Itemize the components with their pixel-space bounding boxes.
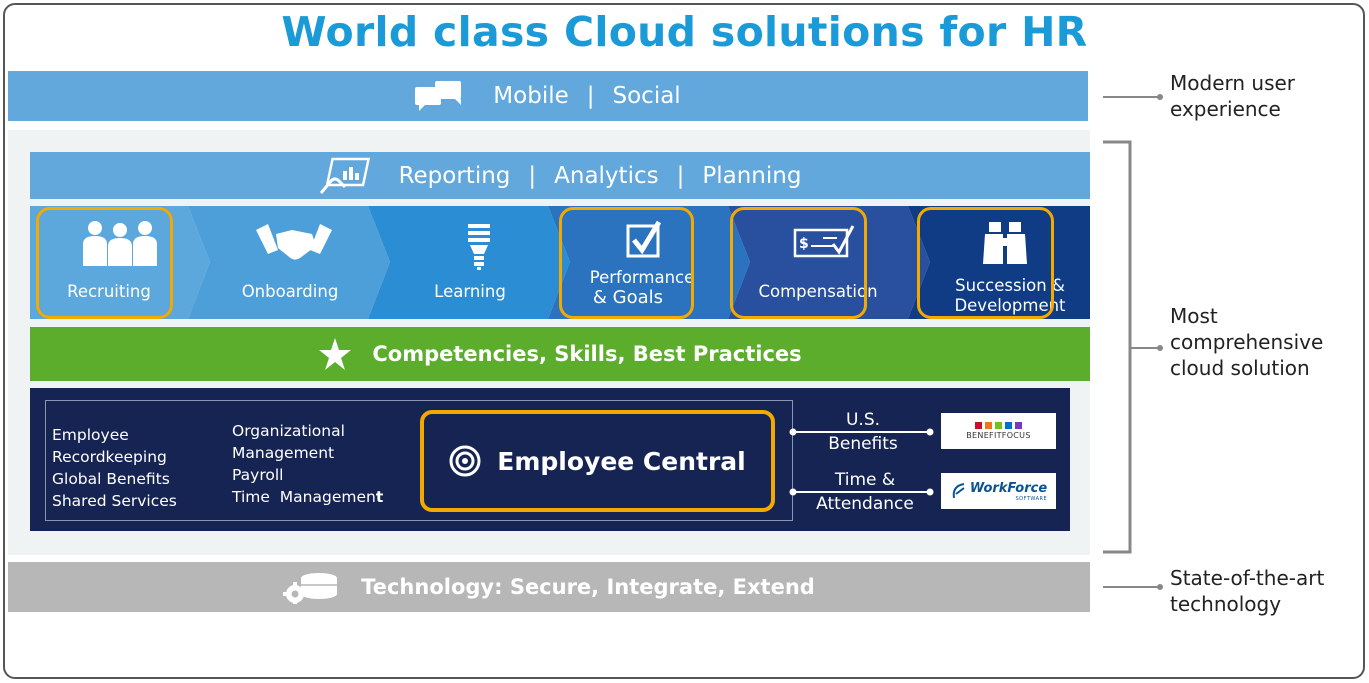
integration-line2: Benefits [828, 434, 898, 454]
planning-label: Planning [702, 162, 802, 189]
analytics-tablet-icon [319, 157, 371, 195]
svg-text:$: $ [799, 236, 809, 252]
ec-item: Management [232, 444, 335, 462]
mobile-social-bar: Mobile | Social [8, 71, 1088, 121]
ec-item: Time Management [232, 486, 383, 508]
ec-item-bold-suffix: t [375, 488, 384, 506]
side-label-line: State-of-the-art [1170, 566, 1325, 590]
highlight-frame [36, 207, 173, 319]
lightbulb-icon [368, 220, 570, 270]
workforce-logo: WorkForce SOFTWARE [941, 473, 1056, 509]
integration-us-benefits: U.S. Benefits [808, 408, 918, 456]
ec-item: Recordkeeping [52, 448, 167, 466]
step-label: Compensation [758, 282, 878, 301]
side-label-technology: State-of-the-art technology [1170, 565, 1324, 617]
star-icon [318, 337, 352, 371]
step-label: Succession & Development [940, 276, 1080, 316]
mobile-label: Mobile [493, 83, 569, 109]
ec-item: Employee [52, 426, 129, 444]
binoculars-icon [920, 220, 1090, 266]
ec-left-column: Employee Recordkeeping Global Benefits S… [52, 424, 177, 512]
step-label-line2: & Goals [592, 287, 664, 308]
employee-central-title: Employee Central [497, 446, 746, 476]
benefitfocus-logo: BENEFITFOCUS [941, 413, 1056, 449]
step-recruiting: Recruiting [30, 206, 210, 319]
check-payment-icon: $ [718, 222, 930, 262]
step-label: Learning [434, 282, 506, 301]
ec-item: Shared Services [52, 492, 177, 510]
step-label-line1: Succession & [955, 276, 1065, 295]
ec-right-column: Organizational Management Payroll Time M… [232, 420, 383, 508]
step-compensation: $ Compensation [728, 206, 930, 319]
workforce-logo-subtext: SOFTWARE [1015, 495, 1048, 502]
employee-central-box [45, 400, 793, 521]
step-learning: Learning [368, 206, 570, 319]
people-icon [30, 220, 210, 266]
separator: | [676, 162, 685, 189]
separator: | [528, 162, 537, 189]
side-label-line: Modern user [1170, 71, 1296, 95]
side-label-line: Most [1170, 304, 1218, 328]
ec-item: Payroll [232, 466, 284, 484]
competencies-label: Competencies, Skills, Best Practices [372, 342, 802, 366]
checkbox-icon [540, 220, 750, 260]
technology-label: Technology: Secure, Integrate, Extend [361, 575, 815, 599]
integration-line1: Time & [834, 470, 896, 490]
page-title: World class Cloud solutions for HR [281, 8, 1088, 56]
highlight-frame [559, 207, 694, 319]
step-label-line2: Development [954, 296, 1066, 315]
separator: | [586, 83, 595, 109]
ec-item: Global Benefits [52, 470, 170, 488]
gear-database-icon [283, 570, 343, 604]
highlight-frame [730, 207, 867, 319]
technology-bar: Technology: Secure, Integrate, Extend [8, 562, 1090, 612]
step-label: Performance & Goals [570, 268, 714, 308]
step-succession-development: Succession & Development [908, 206, 1090, 319]
integration-line2: Attendance [816, 494, 914, 514]
employee-central-title-box: Employee Central [420, 410, 775, 512]
reporting-bar: Reporting | Analytics | Planning [30, 152, 1090, 199]
workforce-logo-text: WorkForce [969, 480, 1048, 496]
reporting-label: Reporting [398, 162, 511, 189]
step-label: Recruiting [67, 282, 151, 301]
analytics-label: Analytics [554, 162, 659, 189]
step-onboarding: Onboarding [188, 206, 390, 319]
side-label-ux: Modern user experience [1170, 70, 1295, 122]
chat-bubbles-icon [415, 81, 463, 111]
side-label-line: comprehensive [1170, 330, 1324, 354]
side-label-comprehensive: Most comprehensive cloud solution [1170, 303, 1323, 381]
side-label-line: experience [1170, 97, 1281, 121]
side-label-line: cloud solution [1170, 356, 1310, 380]
ec-item-text: Time Managemen [232, 488, 376, 506]
talent-process-chevrons: Recruiting Onboarding Learning [30, 206, 1090, 319]
integration-time-attendance: Time & Attendance [800, 468, 930, 516]
handshake-icon [188, 220, 390, 266]
target-icon [449, 445, 481, 477]
step-performance-goals: Performance & Goals [548, 206, 750, 319]
step-label: Onboarding [241, 282, 339, 301]
highlight-frame [917, 207, 1054, 319]
ec-item: Organizational [232, 422, 345, 440]
social-label: Social [612, 83, 681, 109]
side-label-line: technology [1170, 592, 1282, 616]
integration-line1: U.S. [845, 410, 881, 430]
step-label-line1: Performance [589, 268, 695, 287]
competencies-bar: Competencies, Skills, Best Practices [30, 327, 1090, 381]
benefitfocus-logo-text: BENEFITFOCUS [966, 431, 1031, 440]
